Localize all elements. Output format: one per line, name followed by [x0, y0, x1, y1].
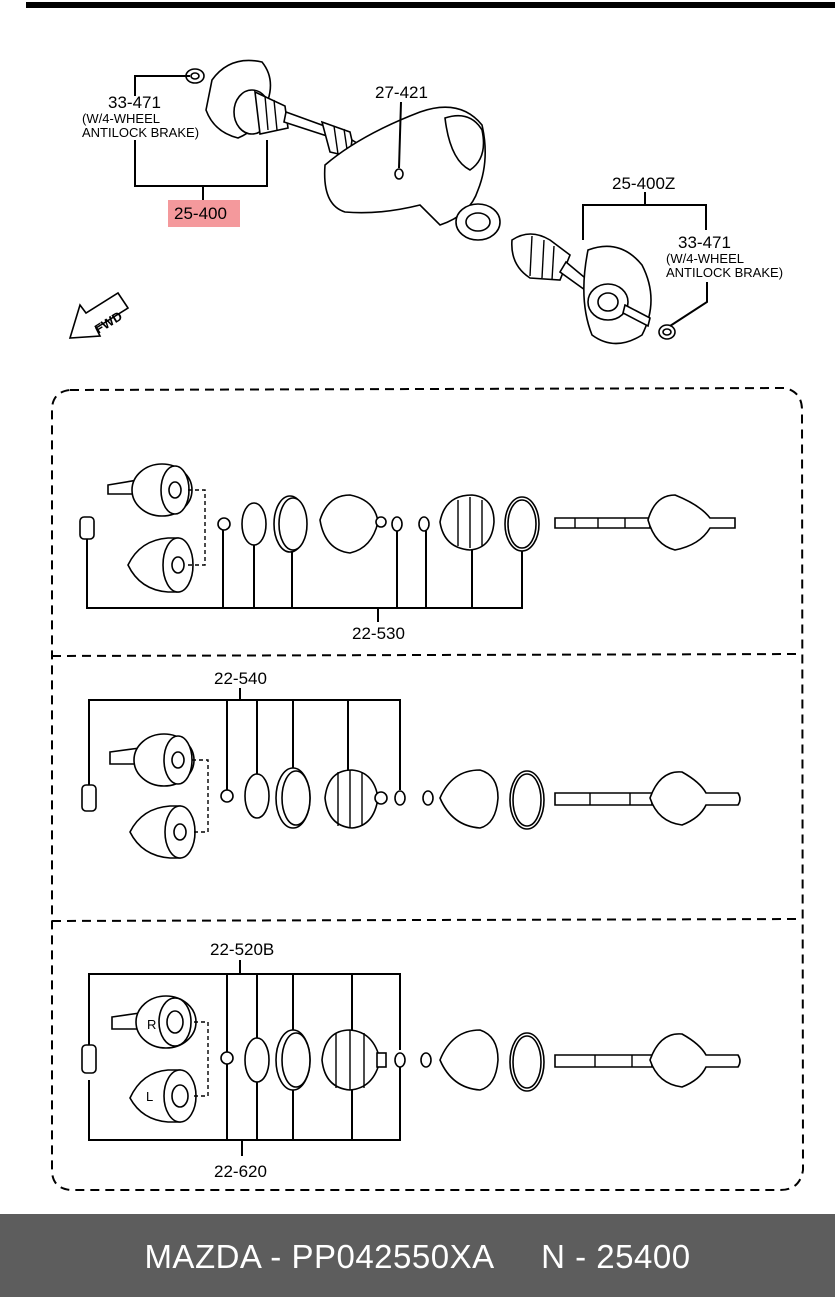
panel-divider-2 — [51, 918, 803, 922]
panel-3-group-label-bottom: 22-620 — [214, 1162, 267, 1181]
callout-33471-left: 33-471 — [108, 93, 161, 112]
callout-33471-right-note2: ANTILOCK BRAKE) — [666, 265, 783, 280]
fwd-arrow-icon: FWD — [68, 291, 130, 339]
axle-assembly-illustration — [185, 59, 676, 345]
panel-2-group-label: 22-540 — [214, 669, 267, 688]
panel-1-group-label: 22-530 — [352, 624, 405, 643]
callout-33471-left-note1: (W/4-WHEEL — [82, 111, 160, 126]
panel-1: 22-530 — [79, 463, 736, 643]
callout-33471-right: 33-471 — [678, 233, 731, 252]
panel-3: 22-520B 22-620 R L — [81, 940, 741, 1181]
callout-25400: 25-400 — [174, 204, 227, 223]
highlight-box — [168, 200, 240, 227]
mark-l: L — [146, 1089, 153, 1104]
callout-leaders-top — [134, 75, 708, 327]
part-number-caption: MAZDA - PP042550XA N - 25400 — [144, 1238, 691, 1275]
top-border — [26, 2, 835, 8]
callout-33471-right-note1: (W/4-WHEEL — [666, 251, 744, 266]
panel-divider-1 — [51, 653, 803, 657]
panel-3-group-label-top: 22-520B — [210, 940, 274, 959]
panel-2: 22-540 — [81, 669, 741, 859]
callout-25400z: 25-400Z — [612, 174, 675, 193]
callout-33471-left-note2: ANTILOCK BRAKE) — [82, 125, 199, 140]
footer-bar — [0, 1214, 835, 1297]
panels-frame — [51, 386, 805, 1191]
callout-27421: 27-421 — [375, 83, 428, 102]
mark-r: R — [147, 1017, 156, 1032]
